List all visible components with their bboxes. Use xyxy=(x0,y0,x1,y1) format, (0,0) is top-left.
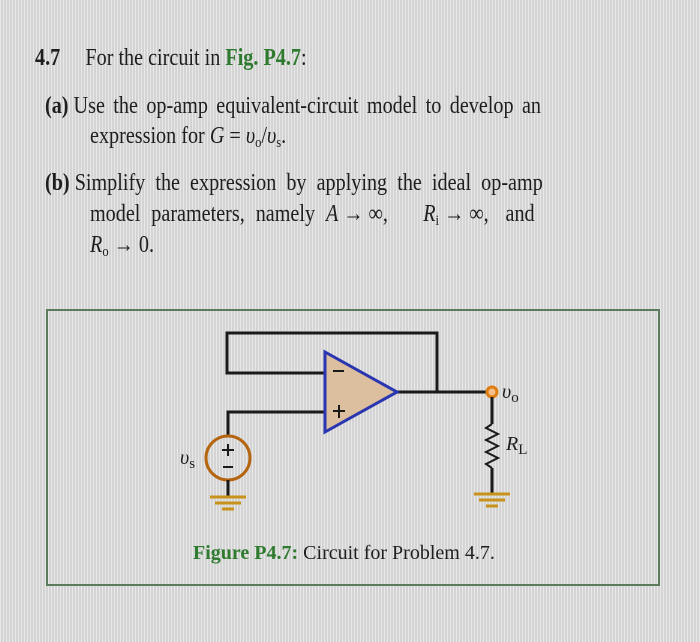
feedback-wire xyxy=(225,331,439,392)
comma: , xyxy=(382,201,388,227)
part-a-text: Use the op-amp equivalent-circuit model … xyxy=(73,93,542,119)
load-ground-icon xyxy=(474,492,510,508)
output-label: υo xyxy=(502,381,519,409)
load-label-sub: L xyxy=(518,442,528,458)
and-word: and xyxy=(505,201,535,227)
vo-symbol: υ xyxy=(245,123,256,149)
part-b-line3: Ro → 0. xyxy=(90,231,154,266)
vs-symbol: υ xyxy=(267,123,277,149)
vs-subscript: s xyxy=(276,135,282,151)
op-amp-plus-sign xyxy=(333,405,345,418)
part-b-line1: (b) Simplify the expression by applying … xyxy=(45,169,543,197)
problem-intro: For the circuit in xyxy=(85,45,226,71)
arrow-icon: → xyxy=(113,232,134,258)
voltage-source-icon xyxy=(204,434,252,482)
infinity-symbol: ∞ xyxy=(368,201,383,227)
part-b-line2: model parameters, namely A → ∞, Ri → ∞, … xyxy=(90,200,535,235)
equals-sign: = xyxy=(224,123,246,149)
source-label: υs xyxy=(180,447,195,475)
resistor-icon xyxy=(483,423,501,469)
figure-reference-link[interactable]: Fig. P4.7 xyxy=(225,45,301,71)
ro-symbol: R xyxy=(90,232,103,258)
divide-sign: / xyxy=(261,123,268,149)
output-label-sub: o xyxy=(511,390,519,406)
load-label: RL xyxy=(506,433,527,461)
op-amp-symbol xyxy=(323,349,401,435)
part-b-text: Simplify the expression by applying the … xyxy=(74,170,543,196)
source-label-sub: s xyxy=(189,456,196,472)
source-plus-sign xyxy=(222,444,234,456)
source-label-var: υ xyxy=(180,447,190,469)
vo-subscript: o xyxy=(255,135,262,151)
output-label-var: υ xyxy=(502,381,512,403)
part-a-text-2: expression for xyxy=(90,123,210,149)
part-a-line2: expression for G = υo/υs. xyxy=(90,122,286,157)
comma: , xyxy=(483,201,489,227)
ri-subscript: i xyxy=(435,213,440,229)
figure-caption: Figure P4.7: Circuit for Problem 4.7. xyxy=(193,541,495,565)
arrow-icon: → xyxy=(343,201,364,227)
ri-symbol: R xyxy=(423,201,436,227)
gain-symbol: G xyxy=(209,123,225,149)
problem-number: 4.7 xyxy=(35,45,61,71)
arrow-icon: → xyxy=(444,201,465,227)
infinity-symbol: ∞ xyxy=(469,201,484,227)
intro-colon: : xyxy=(300,45,307,71)
part-a-label: (a) xyxy=(45,93,69,119)
zero-value: 0. xyxy=(138,232,154,258)
input-wire xyxy=(226,410,325,436)
output-node-icon xyxy=(485,385,499,399)
source-ground-icon xyxy=(210,495,246,511)
caption-label: Figure P4.7: xyxy=(193,542,299,564)
part-b-text-2: model parameters, namely xyxy=(90,201,326,227)
part-a-line1: (a) Use the op-amp equivalent-circuit mo… xyxy=(45,92,541,120)
figure-frame xyxy=(46,309,660,586)
ro-subscript: o xyxy=(102,244,109,260)
gain-A-symbol: A xyxy=(325,201,339,227)
caption-text: Circuit for Problem 4.7. xyxy=(298,542,495,564)
load-label-var: R xyxy=(506,433,519,455)
period: . xyxy=(281,123,287,149)
problem-header: 4.7 For the circuit in Fig. P4.7: xyxy=(35,44,307,72)
part-b-label: (b) xyxy=(45,170,70,196)
